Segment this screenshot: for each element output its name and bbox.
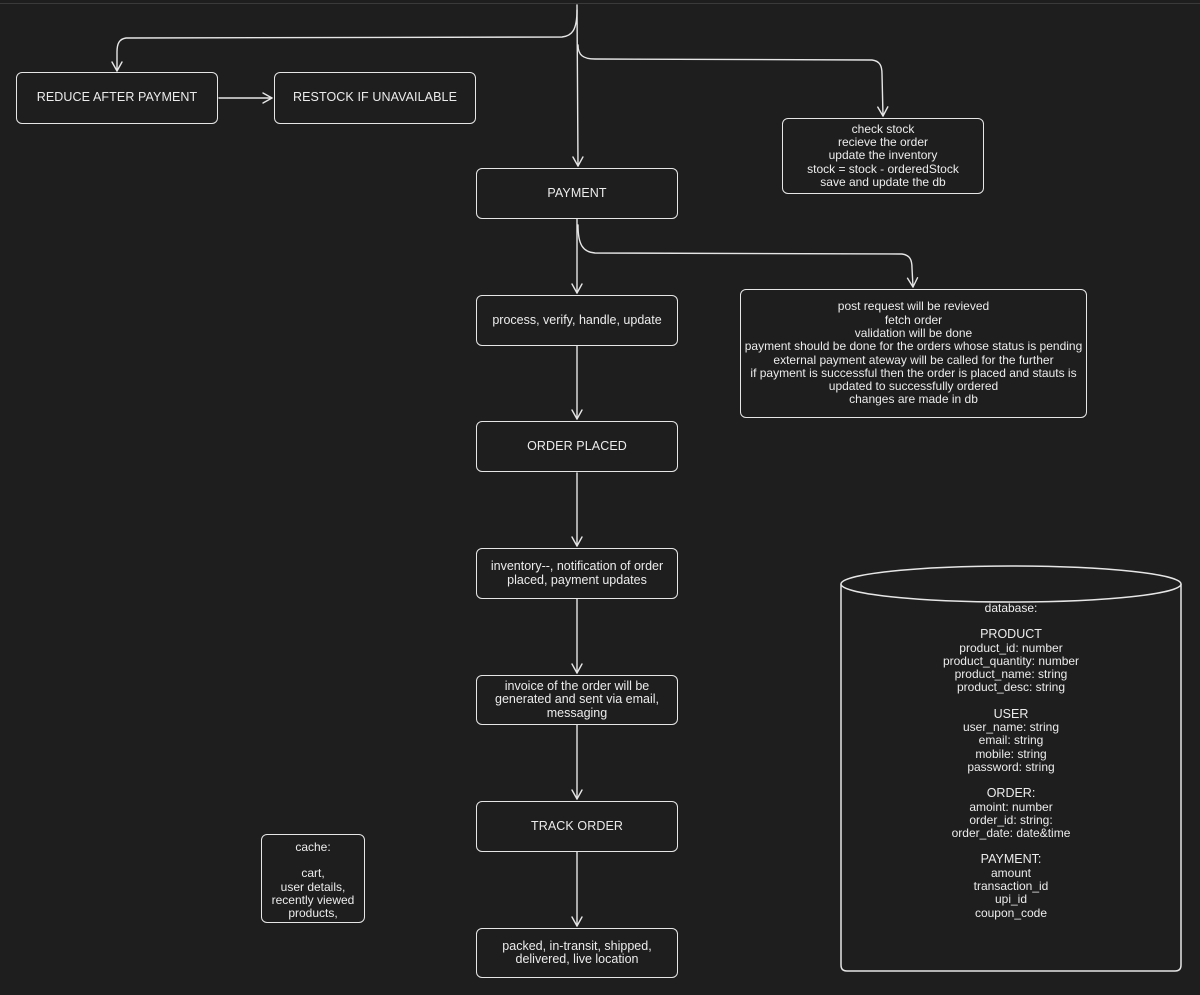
cache-box[interactable]: cache: cart, user details, recently view… xyxy=(261,834,365,923)
cache-item: products, xyxy=(288,906,338,921)
db-field: upi_id xyxy=(994,892,1028,907)
payment-note-line: payment should be done for the orders wh… xyxy=(744,339,1083,354)
inventory-note-line: check stock xyxy=(851,121,915,136)
inventory-note-line: update the inventory xyxy=(828,148,938,163)
cache-title: cache: xyxy=(295,840,331,854)
arrow-top-to-reduce xyxy=(111,9,578,72)
restock-if-unavailable-label: RESTOCK IF UNAVAILABLE xyxy=(292,90,458,105)
db-field: coupon_code xyxy=(974,905,1048,920)
payment-note-line: if payment is successful then the order … xyxy=(750,365,1077,380)
db-table-user: USER user_name: string email: string mob… xyxy=(840,706,1182,774)
invoice-line: generated and sent via email, xyxy=(495,692,659,707)
inventory-note[interactable]: check stock recieve the order update the… xyxy=(782,118,984,194)
payment-note-line: post request will be revieved xyxy=(837,299,990,314)
canvas-top-edge xyxy=(0,3,1200,4)
cache-item: recently viewed xyxy=(271,892,355,907)
db-table-name: ORDER: xyxy=(986,786,1036,801)
db-field: user_name: string xyxy=(962,720,1060,735)
cache-item: cart, xyxy=(301,866,325,881)
payment-label: PAYMENT xyxy=(547,185,607,200)
payment-note-line: validation will be done xyxy=(854,325,973,340)
database-schema: database: PRODUCT product_id: number pro… xyxy=(840,601,1182,920)
process-step-node[interactable]: process, verify, handle, update xyxy=(476,295,678,346)
database-cylinder[interactable] xyxy=(838,563,1184,975)
restock-if-unavailable-node[interactable]: RESTOCK IF UNAVAILABLE xyxy=(274,72,476,124)
order-placed-node[interactable]: ORDER PLACED xyxy=(476,421,678,472)
db-field: amoint: number xyxy=(969,799,1053,814)
db-field: product_id: number xyxy=(959,640,1063,655)
inventory-note-line: save and update the db xyxy=(820,174,946,189)
db-table-name: PRODUCT xyxy=(980,627,1042,642)
db-field: email: string xyxy=(978,733,1044,748)
db-table-product: PRODUCT product_id: number product_quant… xyxy=(840,627,1182,695)
database-title: database: xyxy=(984,601,1038,615)
inventory-update-node[interactable]: inventory--, notification of order place… xyxy=(476,548,678,599)
inventory-note-line: stock = stock - orderedStock xyxy=(807,161,959,176)
db-field: product_desc: string xyxy=(956,680,1066,695)
db-table-order: ORDER: amoint: number order_id: string: … xyxy=(840,786,1182,841)
invoice-node[interactable]: invoice of the order will be generated a… xyxy=(476,675,678,725)
payment-node[interactable]: PAYMENT xyxy=(476,168,678,219)
inventory-update-line: placed, payment updates xyxy=(507,572,647,587)
payment-note-line: changes are made in db xyxy=(849,392,978,407)
arrow-top-to-payment xyxy=(572,4,584,167)
db-table-name: USER xyxy=(993,706,1029,721)
arrow-payment-to-payment-note xyxy=(577,224,919,288)
db-field: amount xyxy=(990,865,1032,880)
inventory-note-line: recieve the order xyxy=(837,135,929,150)
cache-item: user details, xyxy=(280,879,346,894)
tracking-states-node[interactable]: packed, in-transit, shipped, delivered, … xyxy=(476,928,678,978)
db-field: product_quantity: number xyxy=(942,653,1080,668)
track-order-node[interactable]: TRACK ORDER xyxy=(476,801,678,852)
payment-note-line: fetch order xyxy=(884,312,943,327)
process-step-label: process, verify, handle, update xyxy=(492,312,662,327)
db-field: product_name: string xyxy=(954,667,1068,682)
inventory-update-line: inventory--, notification of order xyxy=(490,559,664,574)
payment-processing-note[interactable]: post request will be revieved fetch orde… xyxy=(740,289,1087,418)
reduce-after-payment-node[interactable]: REDUCE AFTER PAYMENT xyxy=(16,72,218,124)
db-table-payment: PAYMENT: amount transaction_id upi_id co… xyxy=(840,852,1182,920)
db-field: mobile: string xyxy=(975,746,1047,761)
track-order-label: TRACK ORDER xyxy=(530,818,624,833)
order-placed-label: ORDER PLACED xyxy=(527,438,627,453)
invoice-line: invoice of the order will be xyxy=(504,678,650,693)
invoice-line: messaging xyxy=(546,705,608,720)
arrow-top-to-stock-note xyxy=(577,44,889,117)
payment-note-line: external payment ateway will be called f… xyxy=(773,352,1054,367)
tracking-states-line: delivered, live location xyxy=(515,952,639,966)
db-table-name: PAYMENT: xyxy=(980,852,1042,867)
reduce-after-payment-label: REDUCE AFTER PAYMENT xyxy=(36,90,198,105)
db-field: order_id: string: xyxy=(969,812,1053,827)
tracking-states-line: packed, in-transit, shipped, xyxy=(502,938,652,953)
db-field: order_date: date&time xyxy=(951,826,1071,841)
db-field: transaction_id xyxy=(973,879,1049,894)
db-field: password: string xyxy=(967,759,1055,774)
payment-note-line: updated to successfully ordered xyxy=(828,379,999,394)
